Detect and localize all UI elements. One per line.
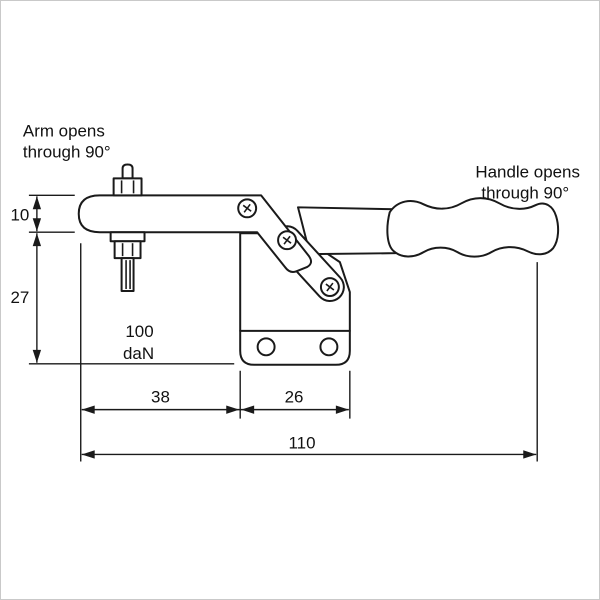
clamp-drawing bbox=[77, 163, 560, 366]
arrow-10-up bbox=[32, 196, 42, 210]
pivot-link bbox=[277, 230, 298, 251]
arrow-38-right bbox=[226, 405, 240, 414]
spindle-top-nut bbox=[112, 177, 143, 197]
arrow-110-left bbox=[81, 450, 95, 459]
dim-label-26: 26 bbox=[285, 388, 304, 407]
arrow-110-right bbox=[523, 450, 537, 459]
pivot-arm bbox=[237, 198, 258, 219]
dim-label-38: 38 bbox=[151, 388, 170, 407]
dim-label-110: 110 bbox=[288, 434, 315, 453]
spindle-shank bbox=[120, 257, 135, 293]
pivot-handle-cross-icon bbox=[325, 282, 335, 292]
spindle-bottom-nut bbox=[113, 240, 142, 260]
pivot-handle bbox=[319, 277, 340, 298]
pivot-arm-cross-icon bbox=[242, 203, 252, 213]
mounting-hole-left bbox=[256, 337, 276, 357]
arm-note-line2: through 90° bbox=[23, 142, 111, 161]
arrow-27-up bbox=[32, 233, 42, 247]
arm-note-line1: Arm opens bbox=[23, 122, 105, 141]
spindle-cap bbox=[121, 163, 134, 180]
dim-label-10: 10 bbox=[11, 205, 30, 224]
diagram-labels: Arm opens through 90° Handle opens throu… bbox=[11, 122, 580, 453]
force-unit: daN bbox=[123, 344, 154, 363]
arrow-26-left bbox=[241, 405, 255, 414]
arrow-27-down bbox=[32, 349, 42, 363]
spindle-assembly bbox=[109, 163, 146, 293]
arrow-38-left bbox=[81, 405, 95, 414]
handle-note-line2: through 90° bbox=[481, 183, 569, 202]
spindle-washer bbox=[109, 231, 146, 243]
dimension-lines bbox=[28, 194, 538, 462]
mounting-hole-right bbox=[319, 337, 339, 357]
handle-grip bbox=[386, 197, 560, 258]
arrow-26-right bbox=[335, 405, 349, 414]
handle-note-line1: Handle opens bbox=[475, 162, 580, 181]
force-value: 100 bbox=[125, 322, 153, 341]
pivot-link-cross-icon bbox=[282, 235, 292, 245]
dim-label-27: 27 bbox=[11, 288, 30, 307]
arrow-10-down bbox=[32, 218, 42, 232]
